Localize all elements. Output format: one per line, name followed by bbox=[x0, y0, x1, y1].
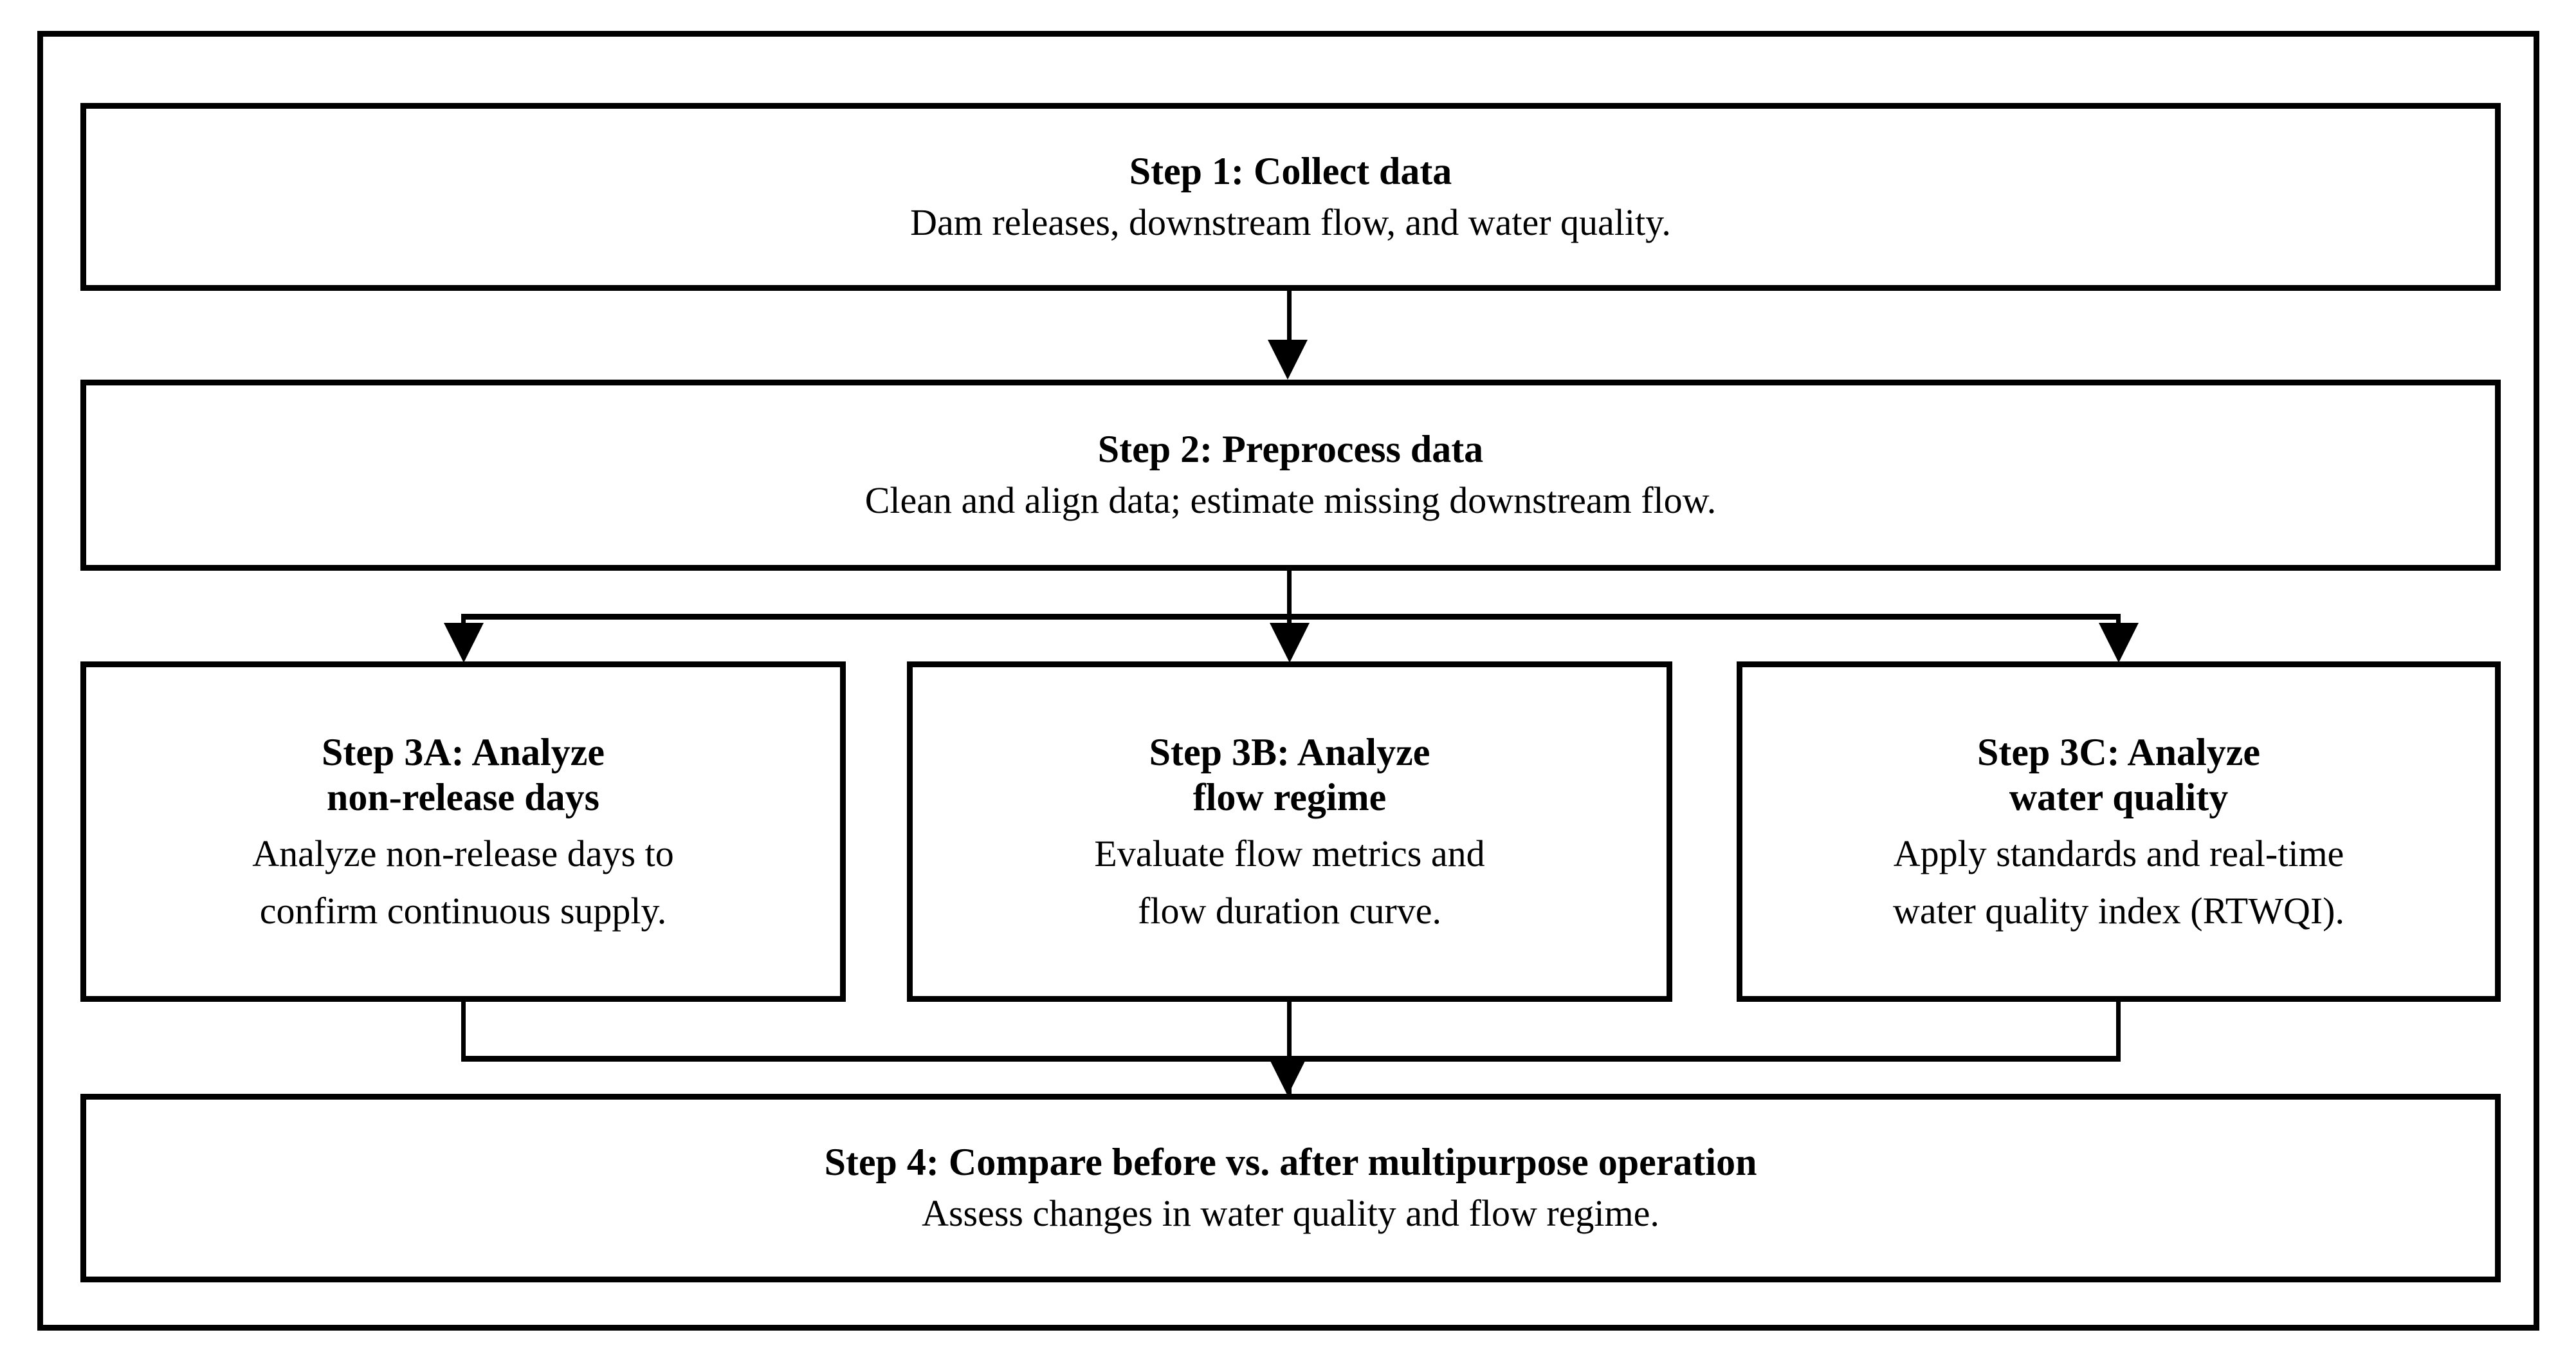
connector-split-right-arrowhead-icon bbox=[2099, 623, 2139, 663]
flow-node-step3c[interactable]: Step 3C: Analyze water quality Apply sta… bbox=[1737, 661, 2501, 1002]
connector-step1-step2-arrowhead-icon bbox=[1268, 340, 1308, 380]
connector-merge-right-line bbox=[2116, 1002, 2121, 1061]
step3b-title-line2: flow regime bbox=[1192, 775, 1387, 818]
connector-split-middle-arrowhead-icon bbox=[1270, 623, 1310, 663]
flow-node-step4[interactable]: Step 4: Compare before vs. after multipu… bbox=[80, 1094, 2501, 1282]
step3c-title-line1: Step 3C: Analyze bbox=[1977, 730, 2260, 773]
step3b-title-line1: Step 3B: Analyze bbox=[1149, 730, 1430, 773]
connector-step1-step2-line bbox=[1287, 291, 1292, 342]
flow-node-step3a[interactable]: Step 3A: Analyze non-release days Analyz… bbox=[80, 661, 846, 1002]
flow-node-step3b[interactable]: Step 3B: Analyze flow regime Evaluate fl… bbox=[907, 661, 1672, 1002]
step3b-description-line1: Evaluate flow metrics and bbox=[1094, 832, 1485, 874]
connector-step2-bus-line bbox=[1287, 571, 1292, 619]
connector-merge-left-line bbox=[461, 1002, 466, 1061]
step4-title: Step 4: Compare before vs. after multipu… bbox=[824, 1141, 1757, 1184]
connector-merge-step4-arrowhead-icon bbox=[1268, 1056, 1308, 1096]
step3a-title-line2: non-release days bbox=[327, 775, 599, 818]
step3c-title-line2: water quality bbox=[2009, 775, 2229, 818]
step3b-description-line2: flow duration curve. bbox=[1138, 889, 1441, 932]
step2-title: Step 2: Preprocess data bbox=[1097, 428, 1484, 471]
step1-description: Dam releases, downstream flow, and water… bbox=[910, 201, 1671, 243]
step4-description: Assess changes in water quality and flow… bbox=[922, 1192, 1659, 1235]
step3a-title-line1: Step 3A: Analyze bbox=[322, 730, 605, 773]
connector-split-left-arrowhead-icon bbox=[444, 623, 484, 663]
step2-description: Clean and align data; estimate missing d… bbox=[864, 479, 1717, 522]
step3c-description-line1: Apply standards and real-time bbox=[1893, 832, 2344, 874]
step3c-description-line2: water quality index (RTWQI). bbox=[1893, 889, 2344, 932]
flow-node-step1[interactable]: Step 1: Collect data Dam releases, downs… bbox=[80, 103, 2501, 291]
step1-title: Step 1: Collect data bbox=[1129, 149, 1452, 192]
step3a-description-line1: Analyze non-release days to bbox=[252, 832, 674, 874]
flow-node-step2[interactable]: Step 2: Preprocess data Clean and align … bbox=[80, 380, 2501, 571]
step3a-description-line2: confirm continuous supply. bbox=[259, 889, 667, 932]
connector-merge-middle-line bbox=[1287, 1002, 1292, 1061]
